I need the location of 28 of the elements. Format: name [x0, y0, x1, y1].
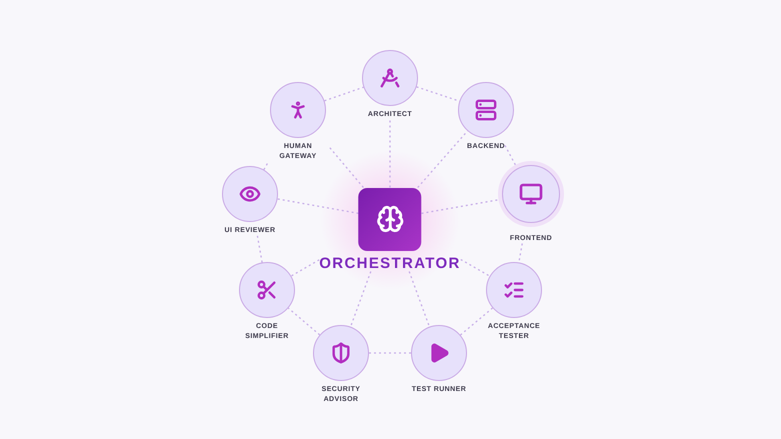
orchestrator-node: [319, 188, 461, 272]
agent-node: [458, 82, 514, 152]
connector: [504, 145, 516, 166]
connector: [324, 86, 364, 102]
agent-node: [498, 161, 564, 244]
connector: [417, 130, 468, 188]
connector: [421, 199, 499, 214]
agent-node: [237, 262, 297, 341]
agent-node: [362, 50, 418, 120]
connector: [408, 271, 430, 327]
agent-node: [411, 325, 467, 394]
connector: [389, 120, 391, 188]
agent-node: [222, 166, 278, 236]
connector: [256, 235, 263, 263]
connector: [263, 160, 270, 170]
connector: [328, 145, 364, 188]
connector: [460, 308, 493, 336]
connector: [277, 198, 359, 214]
agent-node: [268, 82, 328, 161]
connector: [460, 258, 490, 277]
connector: [290, 259, 320, 277]
orchestrator-label: ORCHESTRATOR: [319, 256, 461, 272]
connector: [369, 352, 411, 354]
connector: [518, 243, 523, 263]
connector: [288, 308, 320, 336]
connector: [350, 271, 372, 327]
agent-node: [311, 325, 371, 404]
agent-node: [484, 262, 544, 341]
